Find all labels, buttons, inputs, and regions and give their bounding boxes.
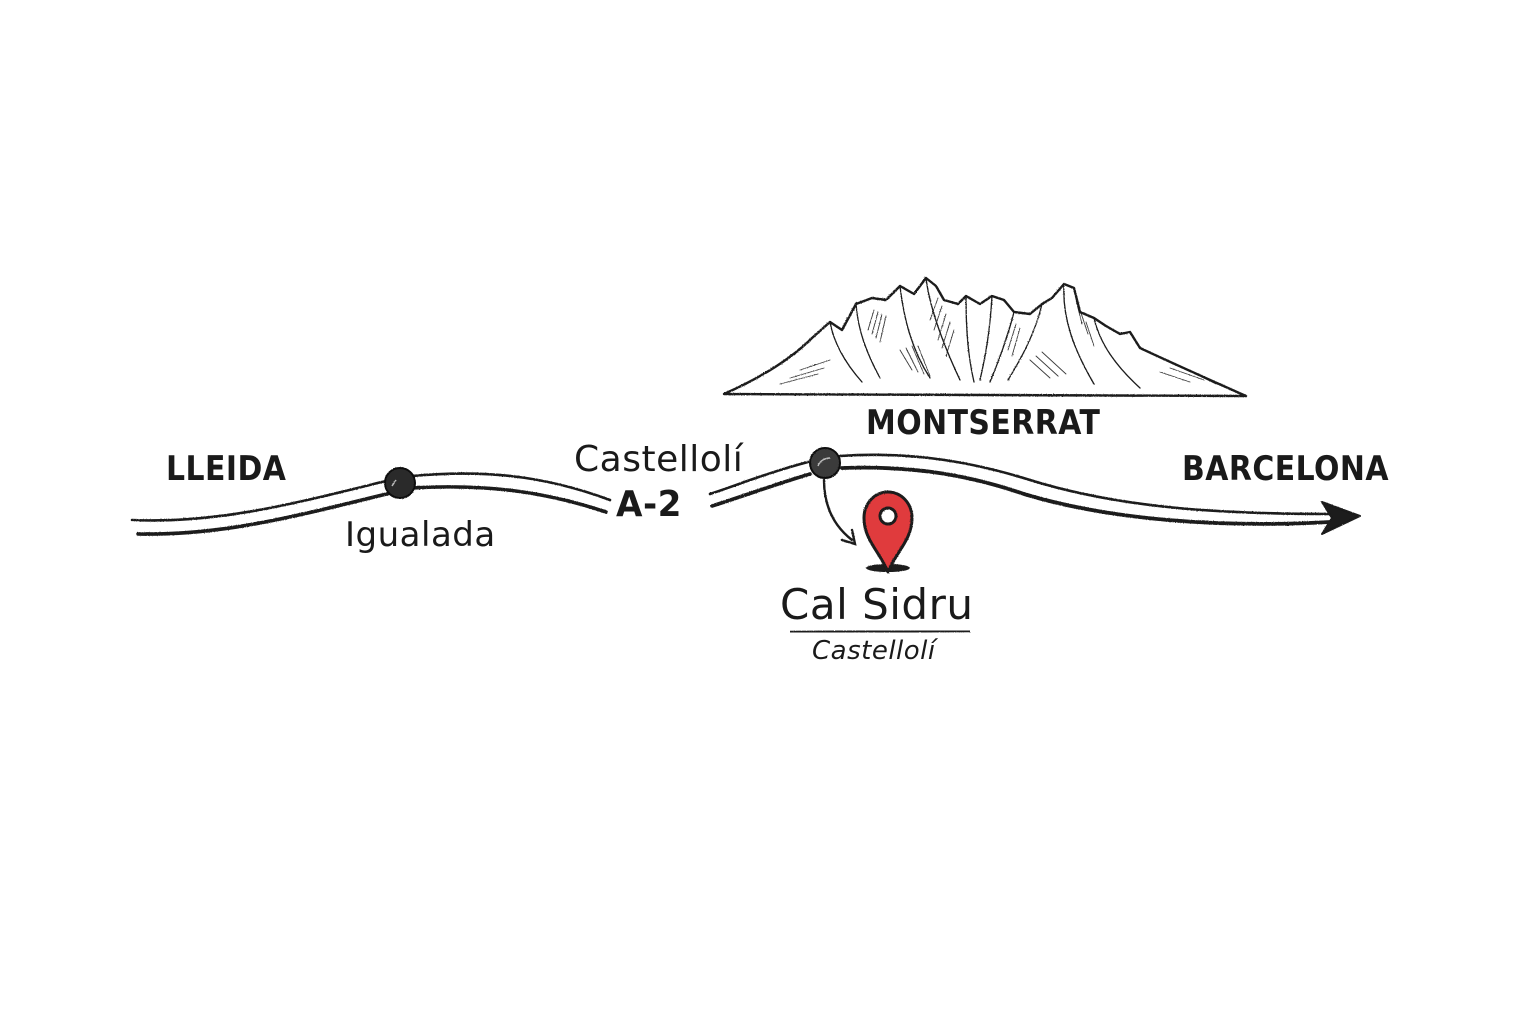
waypoint-dot-icon [384, 467, 416, 499]
destination-underline [789, 629, 971, 634]
curved-arrow-icon [822, 478, 857, 546]
destination-city-label: BARCELONA [1182, 449, 1389, 489]
waypoint-label-castelloli: Castellolí [574, 439, 744, 480]
destination-locality: Castellolí [812, 636, 936, 666]
arrow-right-icon [1321, 501, 1361, 535]
road-a2 [130, 453, 1332, 536]
destination-name[interactable]: Cal Sidru [780, 580, 974, 629]
origin-label: LLEIDA [166, 449, 287, 489]
waypoint-label-igualada: Igualada [345, 515, 496, 555]
landmark-label: MONTSERRAT [866, 403, 1101, 443]
waypoint-dot-icon [809, 447, 841, 479]
location-pin-icon[interactable] [862, 490, 914, 574]
road-label: A-2 [616, 484, 682, 525]
mountain-range-icon [722, 276, 1248, 398]
